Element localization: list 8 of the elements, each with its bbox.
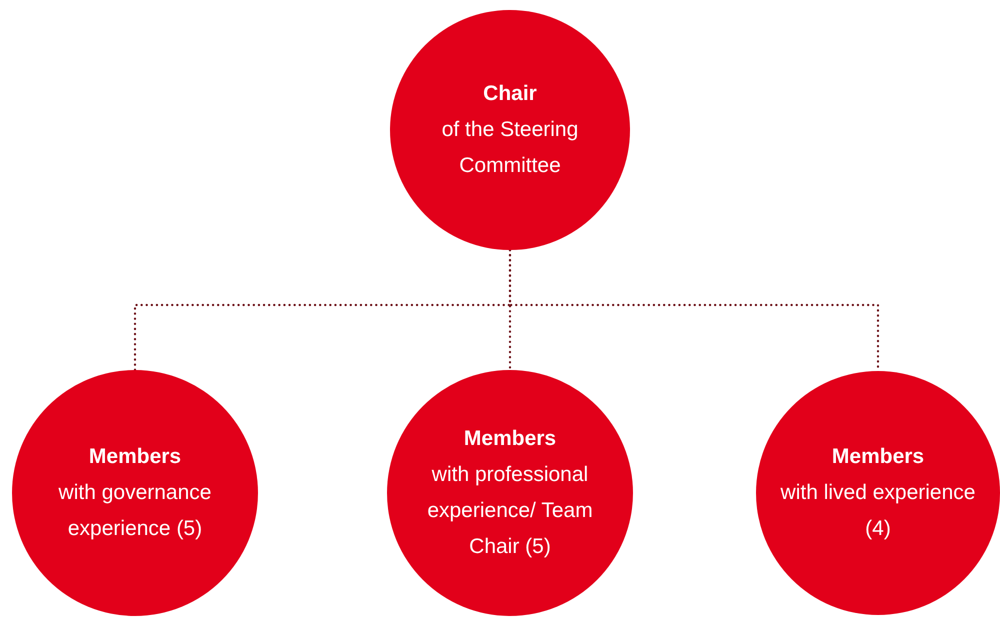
node-heading: Members	[464, 426, 556, 452]
node-heading: Chair	[483, 81, 537, 107]
node-heading: Members	[832, 444, 924, 470]
node-description: with lived experience (4)	[780, 480, 976, 542]
node-description: with governance experience (5)	[58, 480, 212, 542]
node-heading: Members	[88, 444, 182, 470]
node-description: with professional experience/ Team Chair (5)	[426, 462, 594, 560]
node-description: of the Steering Committee	[440, 117, 580, 179]
